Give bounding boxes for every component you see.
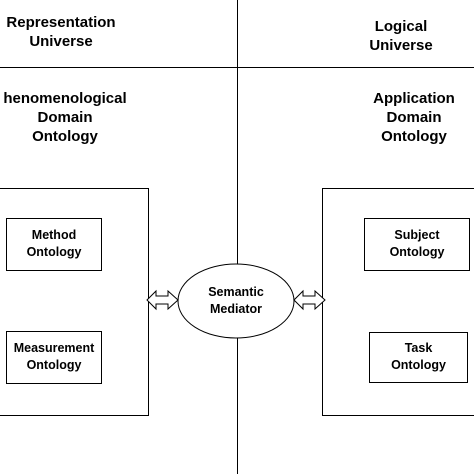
right-domain-container bbox=[322, 188, 474, 416]
left-domain-container bbox=[0, 188, 149, 416]
task-ontology-box bbox=[369, 332, 468, 383]
left-domain-title: henomenological Domain Ontology bbox=[3, 90, 127, 145]
right-domain-title: Application Domain Ontology bbox=[373, 90, 455, 145]
method-ontology-label: Method Ontology bbox=[26, 228, 82, 259]
subject-ontology-label: Subject Ontology bbox=[389, 228, 445, 259]
measurement-ontology-box bbox=[6, 331, 102, 384]
right-universe-title: Logical Universe bbox=[369, 18, 433, 54]
method-ontology-box bbox=[6, 218, 102, 271]
subject-ontology-box bbox=[364, 218, 470, 271]
right-double-arrow-icon bbox=[293, 289, 326, 311]
left-double-arrow-icon bbox=[146, 289, 179, 311]
task-ontology-label: Task Ontology bbox=[391, 341, 446, 372]
semantic-mediator-label: Semantic Mediator bbox=[208, 285, 264, 316]
measurement-ontology-label: Measurement Ontology bbox=[13, 341, 95, 372]
left-universe-title: Representation Universe bbox=[6, 14, 116, 50]
semantic-mediator-ellipse bbox=[177, 263, 295, 339]
